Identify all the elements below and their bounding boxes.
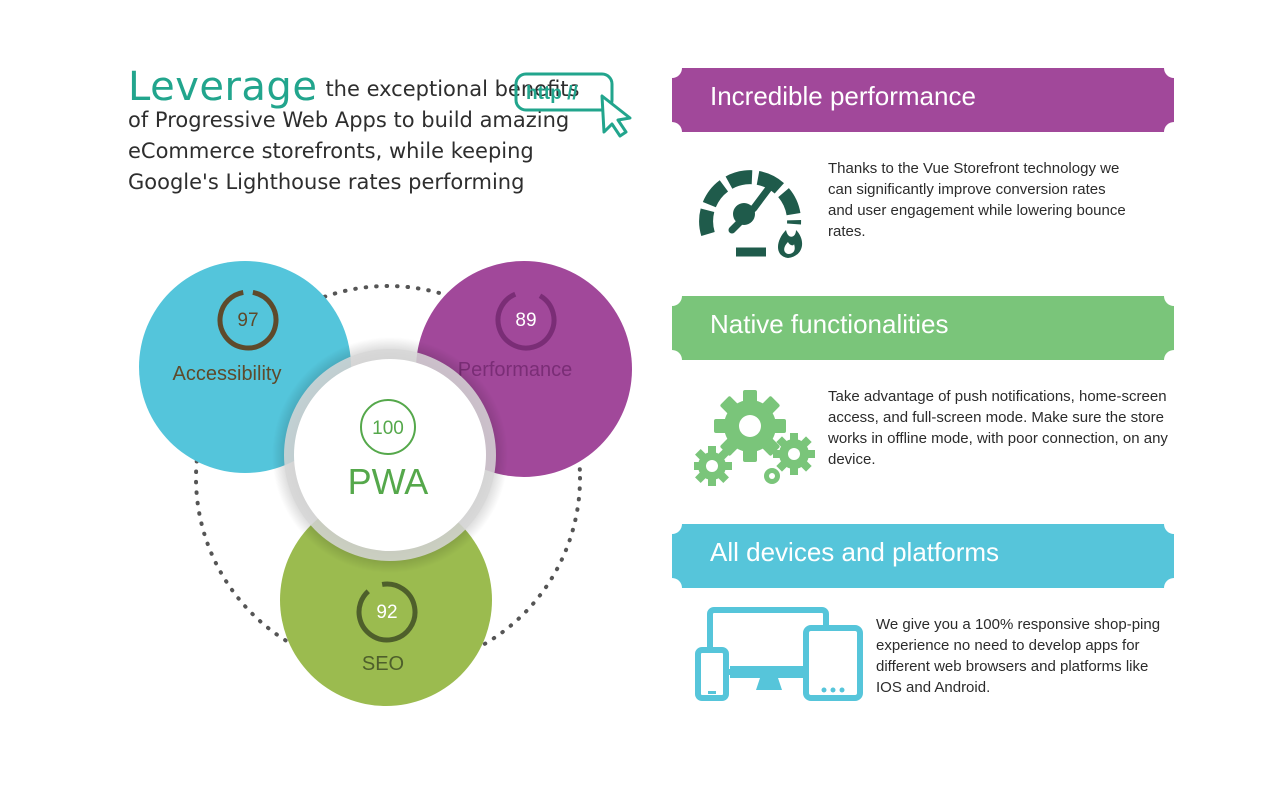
headline-lead: Leverage (128, 64, 318, 110)
feature-description: Take advantage of push notifications, ho… (828, 388, 1168, 468)
banner-shape (672, 524, 1174, 588)
speedometer-icon (699, 170, 803, 258)
seo-score-ring (356, 581, 418, 643)
pwa-label: PWA (348, 461, 429, 502)
banner-native-functionalities: Native functionalities (672, 296, 1174, 360)
pwa-score: 100 (372, 418, 404, 439)
banner-incredible-performance: Incredible performance (672, 68, 1174, 132)
seo-label: SEO (362, 653, 404, 675)
feature-description: We give you a 100% responsive shop-ping … (876, 616, 1161, 696)
dotted-ring (194, 284, 582, 672)
accessibility-label: Accessibility (173, 363, 282, 385)
gears-icon (694, 390, 815, 486)
lighthouse-scores-diagram: 97 Accessibility 89 Performance 92 SEO 1… (139, 261, 632, 706)
http-link-icon: http // (514, 72, 632, 138)
accessibility-score: 97 (237, 310, 258, 331)
accessibility-score-ring (217, 289, 279, 351)
feature-title: Native functionalities (710, 309, 949, 339)
devices-icon (695, 607, 863, 701)
performance-label: Performance (458, 359, 573, 381)
pwa-score-ring (360, 399, 416, 455)
http-badge-text: http // (526, 83, 578, 104)
performance-score: 89 (515, 310, 536, 331)
performance-score-ring (495, 289, 557, 351)
banner-all-devices: All devices and platforms (672, 524, 1174, 588)
feature-title: Incredible performance (710, 81, 976, 111)
feature-title: All devices and platforms (710, 537, 1000, 567)
headline-text: the exceptional benefits of Progressive … (128, 77, 580, 194)
feature-description: Thanks to the Vue Storefront technology … (828, 160, 1126, 240)
pwa-circle (294, 359, 486, 551)
banner-shape (672, 296, 1174, 360)
seo-score: 92 (376, 602, 397, 623)
banner-shape (672, 68, 1174, 132)
